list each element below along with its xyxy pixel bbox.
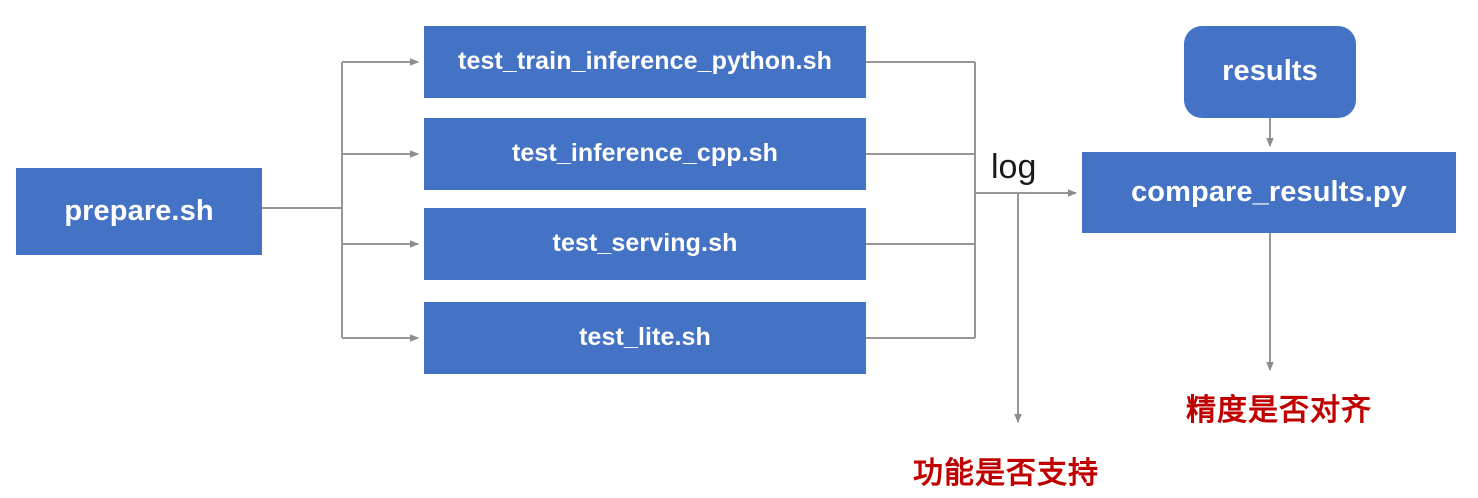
node-compare-results-py-label: compare_results.py bbox=[1131, 175, 1407, 208]
node-results-label: results bbox=[1222, 55, 1318, 88]
note-accuracy-aligned: 精度是否对齐 bbox=[1186, 394, 1372, 427]
node-results[interactable]: results bbox=[1184, 26, 1356, 118]
node-compare-results-py[interactable]: compare_results.py bbox=[1082, 152, 1456, 233]
node-test-train-inference-python-sh-label: test_train_inference_python.sh bbox=[458, 47, 832, 76]
note-function-supported: 功能是否支持 bbox=[913, 457, 1099, 490]
node-test-lite-sh-label: test_lite.sh bbox=[579, 323, 711, 352]
node-test-serving-sh[interactable]: test_serving.sh bbox=[424, 208, 866, 280]
node-test-lite-sh[interactable]: test_lite.sh bbox=[424, 302, 866, 374]
edge-label-log: log bbox=[991, 148, 1037, 186]
node-prepare-sh-label: prepare.sh bbox=[64, 194, 214, 227]
node-test-inference-cpp-sh[interactable]: test_inference_cpp.sh bbox=[424, 118, 866, 190]
node-test-inference-cpp-sh-label: test_inference_cpp.sh bbox=[511, 139, 779, 168]
node-test-serving-sh-label: test_serving.sh bbox=[552, 229, 738, 258]
node-test-train-inference-python-sh[interactable]: test_train_inference_python.sh bbox=[424, 26, 866, 98]
node-prepare-sh[interactable]: prepare.sh bbox=[16, 168, 262, 255]
